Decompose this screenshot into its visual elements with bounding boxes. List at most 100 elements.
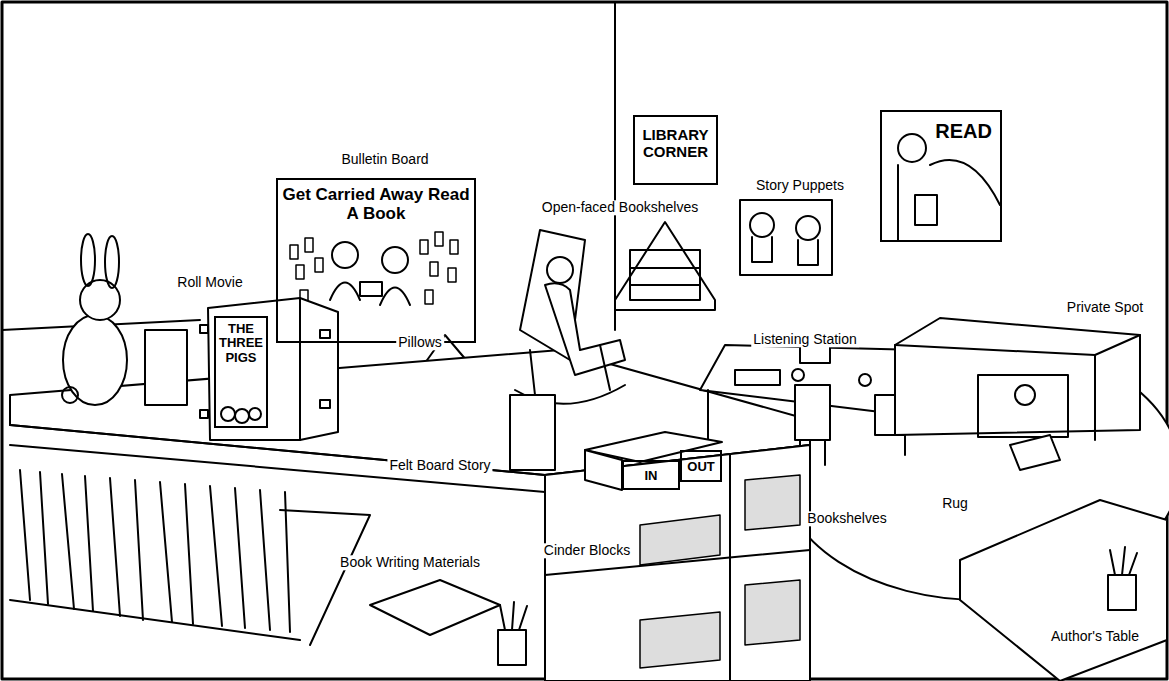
read-poster-art: [915, 195, 937, 225]
listening-station: [707, 390, 709, 440]
part-label: Book Writing Materials: [338, 555, 482, 570]
cinder-blocks: [640, 515, 720, 565]
open-faced-bookshelves: [615, 222, 715, 310]
story-puppets: [798, 240, 818, 265]
read-poster-art: [898, 134, 926, 162]
private-spot: [1015, 385, 1035, 405]
sign-box: OUT: [680, 450, 722, 482]
private-spot: [895, 335, 1140, 355]
sign-box: Get Carried Away Read A Book: [276, 178, 476, 343]
counter-top: [10, 445, 545, 492]
part-label: Story Puppets: [754, 178, 846, 193]
cinder-blocks: [729, 455, 731, 681]
open-faced-bookshelves: [615, 222, 715, 310]
reading-chair: [547, 257, 573, 283]
sign-text: IN: [645, 469, 658, 483]
bulletin-board-art: [330, 283, 360, 301]
book-writing-materials: [370, 580, 500, 635]
cinder-blocks: [745, 475, 800, 530]
in-out-box: [585, 450, 622, 490]
roll-movie-box: [200, 298, 338, 440]
read-poster-art: [898, 134, 1000, 240]
sign-box: THE THREE PIGS: [214, 316, 268, 428]
sign-text: READ: [935, 120, 992, 142]
reading-chair: [600, 345, 610, 390]
cinder-blocks: [745, 580, 800, 645]
counter-top: [10, 350, 810, 681]
open-faced-bookshelves: [630, 267, 700, 269]
bulletin-board-art: [425, 290, 433, 304]
private-spot: [978, 375, 1068, 437]
read-poster-art: [898, 160, 1000, 240]
reading-chair: [510, 395, 555, 470]
listening-station: [795, 385, 830, 440]
bulletin-board-art: [448, 268, 456, 282]
part-label: Rug: [940, 496, 970, 511]
part-label: Private Spot: [1065, 300, 1145, 315]
roll-movie-box: [249, 408, 261, 420]
story-puppets: [740, 200, 832, 275]
part-label: Bookshelves: [805, 511, 888, 526]
roll-movie-box: [200, 410, 208, 418]
book-writing-materials: [370, 580, 527, 665]
books-shelf: [10, 470, 370, 645]
bulletin-board-art: [360, 282, 382, 296]
part-label: Bulletin Board: [339, 152, 430, 167]
part-label: Listening Station: [751, 332, 859, 347]
roll-movie-box: [235, 409, 249, 423]
story-puppets: [796, 216, 820, 240]
private-spot: [1094, 355, 1096, 440]
bulletin-board-art: [380, 288, 410, 306]
part-label: Roll Movie: [175, 275, 244, 290]
listening-station: [859, 374, 871, 386]
story-puppets: [752, 237, 772, 262]
sign-text: LIBRARY CORNER: [635, 127, 716, 160]
open-faced-bookshelves: [630, 284, 700, 286]
bulletin-board-art: [290, 232, 458, 304]
rabbit: [62, 387, 78, 403]
roll-movie-box: [299, 298, 301, 440]
bulletin-board-art: [315, 258, 323, 272]
rabbit: [62, 234, 187, 405]
private-spot: [895, 318, 1140, 435]
sign-box: READ: [880, 110, 1002, 242]
room-walls: [614, 3, 616, 330]
reading-chair: [545, 283, 625, 375]
part-label: Felt Board Story: [387, 458, 492, 473]
roll-movie-box: [320, 330, 330, 338]
sign-text: OUT: [687, 460, 714, 474]
rabbit: [81, 234, 95, 286]
rabbit: [105, 236, 119, 288]
bulletin-board-art: [296, 265, 304, 279]
listening-station: [792, 369, 804, 381]
bulletin-board-art: [382, 247, 408, 273]
private-spot: [895, 318, 1140, 470]
part-label: Author's Table: [1049, 629, 1141, 644]
cinder-blocks: [545, 445, 810, 681]
bulletin-board-art: [430, 262, 438, 276]
roll-movie-box: [221, 407, 235, 421]
cinder-blocks: [640, 612, 720, 668]
bulletin-board-art: [305, 238, 313, 252]
authors-table: [960, 500, 1167, 681]
open-faced-bookshelves: [630, 250, 700, 300]
books-shelf: [10, 600, 300, 640]
sign-box: LIBRARY CORNER: [633, 115, 718, 185]
authors-table: [960, 500, 1167, 681]
sign-box: IN: [622, 460, 680, 490]
in-out-box: [585, 432, 722, 490]
authors-table: [1108, 547, 1137, 610]
part-label: Open-faced Bookshelves: [540, 200, 700, 215]
bulletin-board-art: [435, 232, 443, 246]
sign-text: Get Carried Away Read A Book: [278, 186, 474, 223]
cinder-blocks: [545, 445, 810, 681]
rabbit: [145, 330, 187, 405]
bulletin-board-art: [450, 240, 458, 254]
reading-chair: [510, 230, 625, 470]
roll-movie-box: [320, 400, 330, 408]
bulletin-board-art: [290, 245, 298, 259]
private-spot: [1010, 435, 1060, 470]
roll-movie-box: [200, 325, 208, 333]
